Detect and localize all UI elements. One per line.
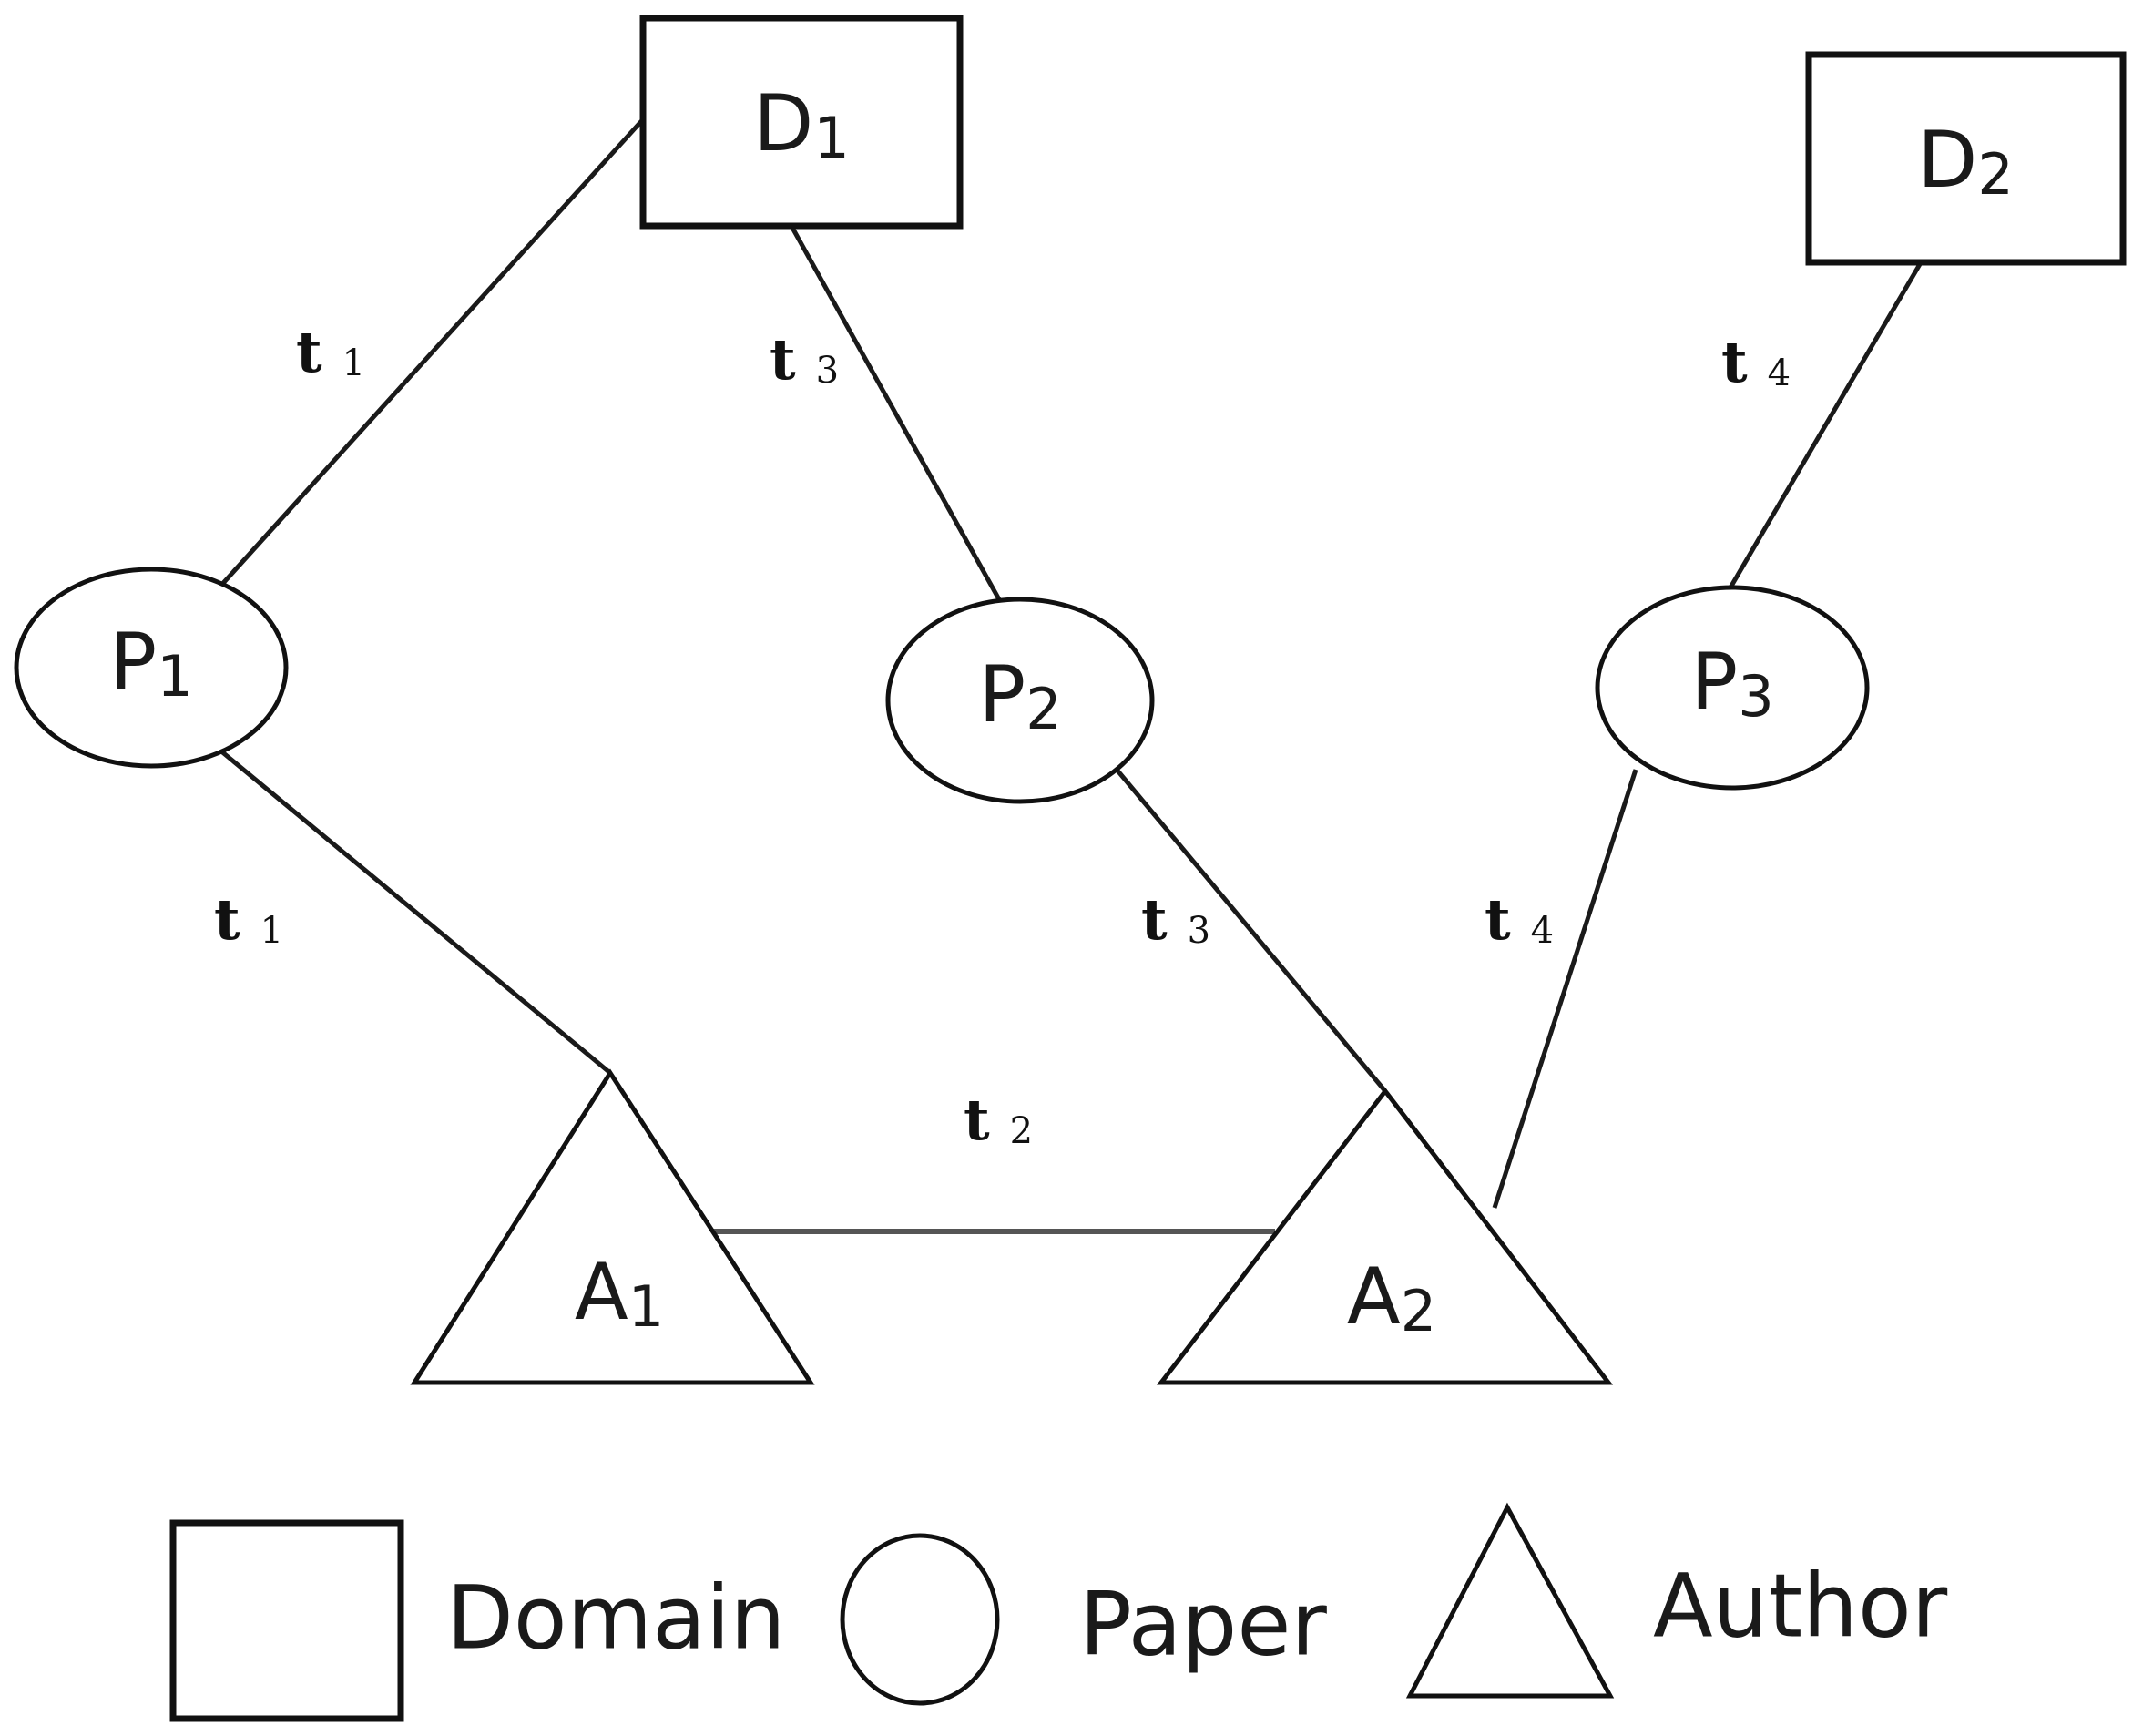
legend-author-triangle-icon	[1405, 1502, 1615, 1699]
edge-label-t3-lower-sub: 3	[1188, 910, 1210, 952]
domain-node-d2[interactable]: D2	[1805, 51, 2127, 266]
paper-p3-sub: 3	[1738, 663, 1773, 730]
legend-item-domain: Domain	[169, 1519, 786, 1722]
edge-d1-p2[interactable]	[790, 226, 1003, 603]
paper-node-p3[interactable]: P3	[1595, 585, 1870, 791]
edge-label-t1-lower-base: t	[214, 886, 240, 953]
paper-p2-ellipse[interactable]	[885, 597, 1155, 804]
paper-p2-base: P	[978, 649, 1026, 740]
edge-label-t1-upper-sub: 1	[342, 342, 365, 384]
edge-p2-a2[interactable]	[1116, 769, 1387, 1093]
legend-item-author: Author	[1405, 1502, 1948, 1699]
author-node-a2[interactable]: A2	[1156, 1087, 1614, 1385]
author-a2-triangle[interactable]	[1156, 1087, 1614, 1385]
paper-p1-sub: 1	[157, 643, 192, 710]
paper-p3-ellipse[interactable]	[1595, 585, 1870, 791]
edge-label-t3-upper-base: t	[770, 326, 796, 393]
domain-d2-base: D	[1917, 115, 1977, 206]
paper-p2-sub: 2	[1026, 676, 1061, 742]
paper-node-p1[interactable]: P1	[14, 567, 289, 769]
edge-d2-p3[interactable]	[1728, 262, 1923, 589]
paper-p1-base: P	[109, 617, 157, 708]
edge-label-t4-lower-base: t	[1485, 886, 1511, 953]
author-a1-triangle[interactable]	[410, 1068, 815, 1385]
domain-d1-base: D	[753, 78, 813, 169]
author-node-a1[interactable]: A1	[410, 1068, 815, 1385]
domain-d2-label: D2	[1917, 115, 2014, 208]
edge-label-t1-upper-base: t	[296, 319, 322, 385]
domain-node-d1[interactable]: D1	[639, 15, 964, 230]
edge-label-t4-upper-sub: 4	[1768, 352, 1791, 394]
edge-label-t1-lower-sub: 1	[260, 910, 283, 952]
paper-p1-ellipse[interactable]	[14, 567, 289, 769]
edge-p3-a2[interactable]	[1492, 769, 1638, 1209]
edge-label-t3-lower-base: t	[1141, 886, 1168, 953]
author-a1-base: A	[575, 1247, 628, 1338]
edge-d1-p1[interactable]	[206, 117, 646, 602]
domain-d2-sub: 2	[1977, 141, 2013, 208]
domain-d1-label: D1	[753, 78, 850, 171]
legend: Domain Paper Author	[169, 1502, 1948, 1722]
edge-label-t4-lower-sub: 4	[1531, 910, 1554, 952]
author-a2-base: A	[1347, 1251, 1401, 1343]
author-a2-sub: 2	[1401, 1278, 1436, 1344]
edge-p1-a1[interactable]	[203, 736, 612, 1075]
legend-domain-square-icon	[169, 1519, 404, 1722]
legend-item-paper: Paper	[840, 1533, 1327, 1706]
author-a1-label: A1	[575, 1247, 664, 1340]
paper-p1-label: P1	[109, 617, 192, 710]
paper-p3-label: P3	[1690, 637, 1773, 730]
legend-domain-label: Domain	[446, 1567, 786, 1669]
legend-paper-label: Paper	[1079, 1573, 1327, 1675]
edge-label-t4-upper-base: t	[1721, 329, 1748, 395]
paper-p2-label: P2	[978, 649, 1061, 742]
domain-d2-rect[interactable]	[1805, 51, 2127, 266]
paper-p3-base: P	[1690, 637, 1738, 728]
edge-layer	[203, 117, 1923, 1234]
author-a1-sub: 1	[628, 1273, 664, 1340]
paper-node-p2[interactable]: P2	[885, 597, 1155, 804]
author-a2-label: A2	[1347, 1251, 1436, 1344]
domain-d1-rect[interactable]	[639, 15, 964, 230]
edge-label-t2-base: t	[964, 1087, 990, 1153]
edge-label-t3-upper-sub: 3	[816, 350, 839, 392]
legend-author-label: Author	[1653, 1555, 1948, 1657]
edge-label-t2-sub: 2	[1010, 1110, 1033, 1152]
legend-paper-circle-icon	[840, 1533, 1000, 1706]
domain-d1-sub: 1	[813, 105, 849, 171]
